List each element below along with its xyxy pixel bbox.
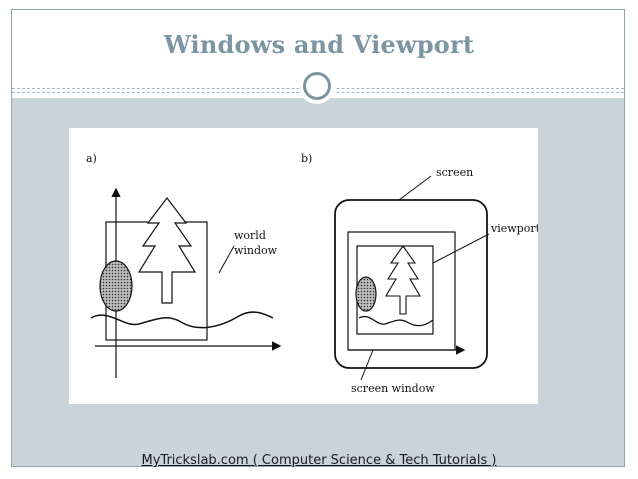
screen-rect	[334, 199, 488, 369]
divider-ring-icon	[303, 72, 331, 100]
footer-link-text[interactable]: MyTrickslab.com ( Computer Science & Tec…	[141, 453, 497, 468]
panel-a-label: a)	[86, 152, 97, 165]
figure-canvas: a) world window b)	[86, 152, 538, 395]
world-wave-curve	[90, 311, 274, 329]
viewport-tree-shape	[385, 245, 421, 315]
screen-window-label: screen window	[351, 382, 435, 395]
world-window-label-line2: window	[234, 244, 278, 257]
slide-border	[11, 9, 625, 467]
world-circle-shape	[99, 260, 133, 312]
panel-a: a) world window	[86, 152, 282, 378]
screen-label: screen	[436, 166, 473, 179]
windows-viewport-figure: a) world window b)	[69, 128, 538, 404]
viewport-pointer	[432, 233, 490, 264]
viewport-wave-curve	[358, 315, 434, 327]
panel-b: b) screen viewport screen window	[301, 152, 538, 395]
world-window-pointer	[218, 245, 235, 274]
screen-pointer	[398, 175, 432, 201]
slide-title: Windows and Viewport	[163, 30, 475, 59]
footer-link[interactable]: MyTrickslab.com ( Computer Science & Tec…	[0, 453, 638, 468]
viewport-circle-shape	[355, 276, 377, 312]
world-window-label-line1: world	[234, 229, 266, 242]
world-tree-shape	[137, 197, 197, 304]
viewport-label: viewport	[490, 222, 538, 235]
screen-window-pointer	[360, 349, 374, 381]
panel-b-label: b)	[301, 152, 312, 165]
